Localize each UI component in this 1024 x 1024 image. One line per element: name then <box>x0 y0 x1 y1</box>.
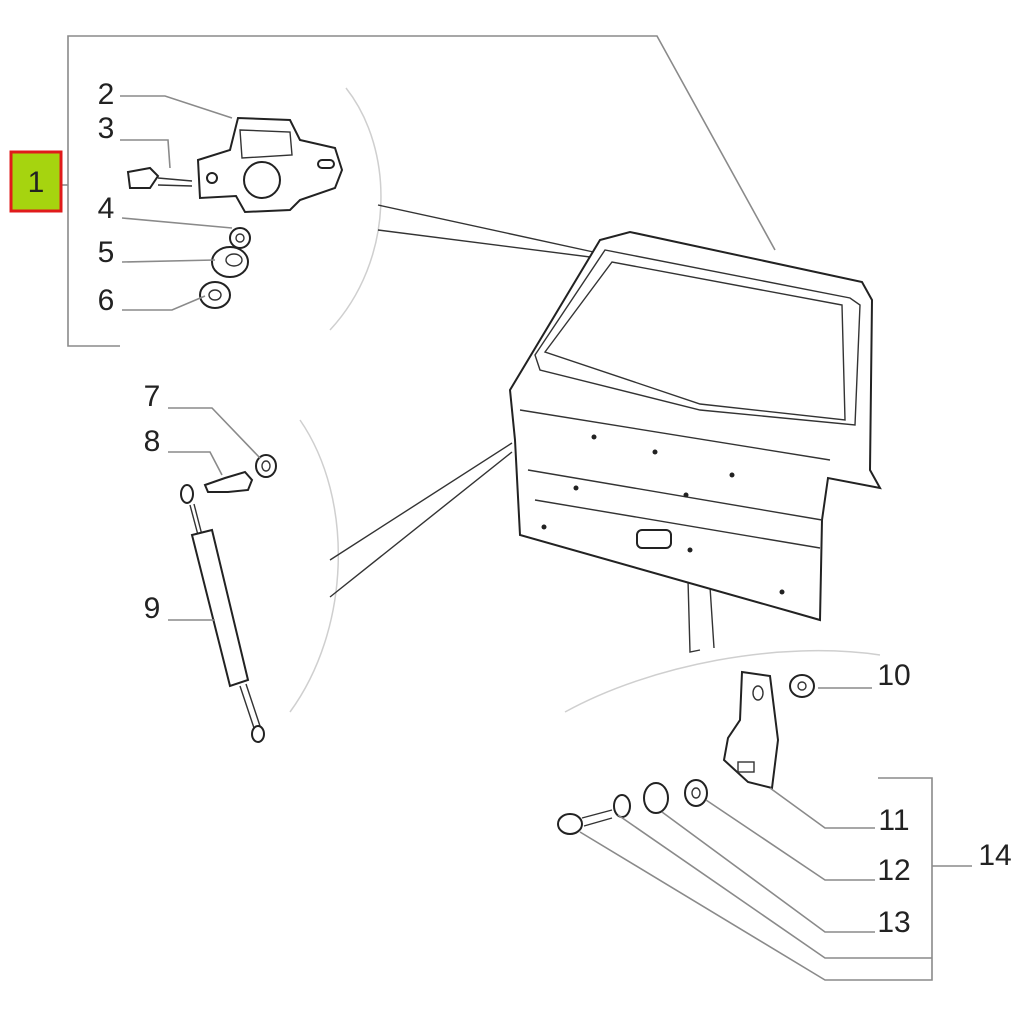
leader-11 <box>769 787 875 829</box>
callout-7: 7 <box>144 380 161 413</box>
guide-line-latch <box>377 204 599 259</box>
tailgate-door <box>508 230 882 622</box>
zoom-arc-bottom <box>564 649 881 713</box>
gas-strut-part-9 <box>180 484 265 743</box>
leader-3 <box>120 139 171 169</box>
leader-7 <box>168 407 261 459</box>
bushing-part-13 <box>643 782 669 814</box>
zoom-arc-top <box>329 87 382 331</box>
leader-2 <box>120 95 233 119</box>
callout-11: 11 <box>878 804 909 837</box>
spacer-part-5 <box>211 246 249 278</box>
guide-line-strut <box>329 442 513 598</box>
leader-6 <box>122 295 206 311</box>
leader-5 <box>121 259 216 263</box>
nut-part-4 <box>229 227 251 249</box>
callout-13: 13 <box>877 906 910 939</box>
callout-12: 12 <box>877 854 910 887</box>
latch-part <box>196 116 344 214</box>
nut-part-10 <box>789 674 815 698</box>
leader-13 <box>661 811 875 933</box>
callout-4: 4 <box>98 192 115 225</box>
nut-part-7 <box>255 454 277 478</box>
nut-part-6 <box>199 281 231 309</box>
callout-8: 8 <box>144 425 161 458</box>
callout-2: 2 <box>98 78 115 111</box>
zoom-arc-mid <box>289 419 340 713</box>
callout-1: 1 <box>28 166 45 199</box>
bolt-part-14 <box>557 809 613 835</box>
group-bracket-1 <box>67 35 776 347</box>
leader-4 <box>121 217 233 229</box>
pin-part-8 <box>203 470 254 493</box>
bolt-part-3 <box>126 166 193 189</box>
washer <box>613 794 631 818</box>
callout-14: 14 <box>978 839 1011 872</box>
highlight-box-1 <box>9 150 63 213</box>
callout-9: 9 <box>144 592 161 625</box>
leader-8 <box>168 451 223 476</box>
striker-bracket-part-11 <box>722 670 780 790</box>
nut-part-12 <box>684 779 708 807</box>
callout-10: 10 <box>877 659 910 692</box>
callout-5: 5 <box>98 236 115 269</box>
leader-14-group <box>579 777 972 981</box>
callout-6: 6 <box>98 284 115 317</box>
leader-12 <box>705 799 875 881</box>
callout-3: 3 <box>98 112 115 145</box>
